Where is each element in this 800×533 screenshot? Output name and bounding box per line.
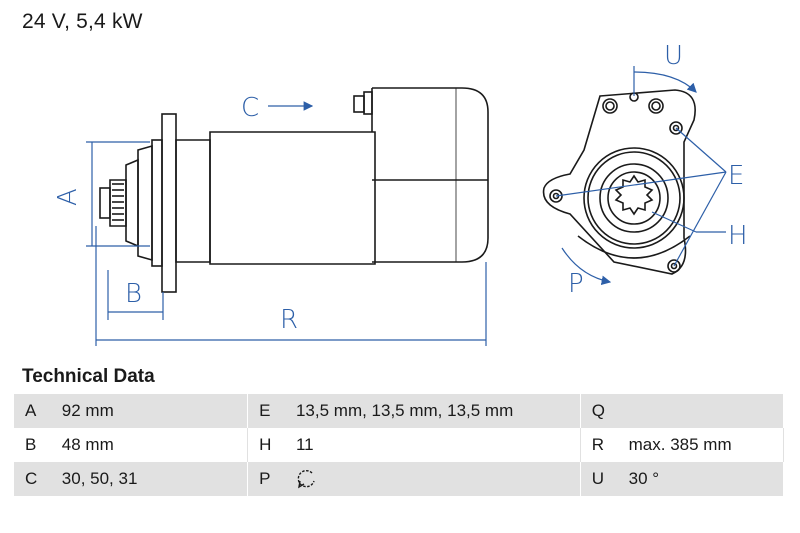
spec-value: max. 385 mm bbox=[628, 428, 784, 462]
spec-value: 13,5 mm, 13,5 mm, 13,5 mm bbox=[295, 394, 581, 428]
spec-key: P bbox=[247, 462, 296, 496]
spec-value bbox=[295, 462, 581, 496]
label-E: E bbox=[728, 161, 744, 191]
label-U: U bbox=[664, 41, 683, 71]
spec-value: 48 mm bbox=[61, 428, 249, 462]
spec-key: E bbox=[247, 394, 296, 428]
spec-key: B bbox=[14, 428, 62, 462]
spec-key: U bbox=[580, 462, 629, 496]
spec-key: Q bbox=[580, 394, 629, 428]
page-title: 24 V, 5,4 kW bbox=[22, 10, 143, 33]
label-A: A bbox=[53, 188, 83, 206]
table-row: A 92 mm E 13,5 mm, 13,5 mm, 13,5 mm Q bbox=[14, 394, 784, 428]
spec-value: 92 mm bbox=[61, 394, 249, 428]
spec-value: 11 bbox=[295, 428, 581, 462]
label-C: C bbox=[241, 93, 259, 123]
technical-data-table: A 92 mm E 13,5 mm, 13,5 mm, 13,5 mm Q B … bbox=[14, 394, 784, 496]
side-dimensions bbox=[86, 101, 487, 346]
label-H: H bbox=[728, 221, 748, 251]
spec-key: C bbox=[14, 462, 62, 496]
spec-key: A bbox=[14, 394, 62, 428]
label-R: R bbox=[280, 305, 298, 335]
spec-value: 30, 50, 31 bbox=[61, 462, 249, 496]
rotation-anticlockwise-icon bbox=[297, 469, 315, 489]
table-row: C 30, 50, 31 P U 30 ° bbox=[14, 462, 784, 496]
spec-key: R bbox=[580, 428, 629, 462]
technical-drawing: A B C R U E H P bbox=[53, 41, 748, 346]
starter-front-view bbox=[542, 89, 696, 275]
front-dimensions bbox=[555, 66, 727, 286]
starter-side-view bbox=[99, 87, 489, 293]
technical-data-title: Technical Data bbox=[22, 366, 155, 387]
table-row: B 48 mm H 11 R max. 385 mm bbox=[14, 428, 784, 462]
spec-value bbox=[628, 394, 784, 428]
label-B: B bbox=[125, 279, 142, 309]
label-P: P bbox=[568, 269, 584, 299]
spec-value: 30 ° bbox=[628, 462, 784, 496]
spec-key: H bbox=[247, 428, 296, 462]
